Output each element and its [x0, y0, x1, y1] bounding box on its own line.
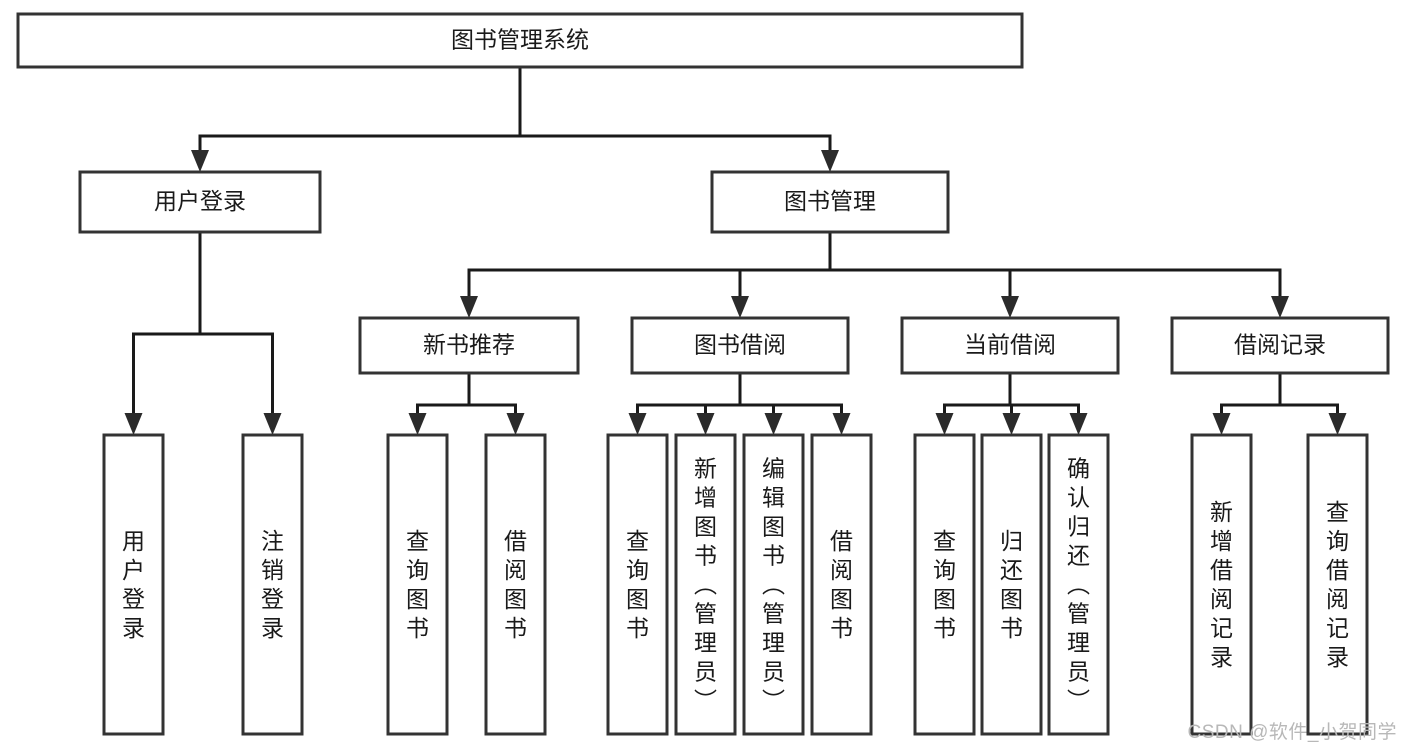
node-label-leaf_4: 查询图书 — [626, 528, 649, 641]
node-leaf_4[interactable]: 查询图书 — [606, 433, 669, 736]
node-label-leaf_12: 查询借阅记录 — [1326, 499, 1349, 670]
node-box-leaf_6[interactable] — [742, 433, 805, 736]
edge-group-l3_1 — [628, 371, 851, 435]
node-box-leaf_10[interactable] — [1047, 433, 1110, 736]
node-box-leaf_9[interactable] — [980, 433, 1043, 736]
node-l2_0[interactable]: 用户登录 — [78, 170, 322, 234]
node-leaf_5[interactable]: 新增图书︵管理员︶ — [674, 433, 737, 736]
node-label-leaf_8: 查询图书 — [933, 528, 956, 641]
node-box-leaf_3[interactable] — [484, 433, 547, 736]
node-l3_0[interactable]: 新书推荐 — [358, 316, 580, 375]
node-label-leaf_6: 编辑图书︵管理员︶ — [762, 456, 785, 714]
node-leaf_8[interactable]: 查询图书 — [913, 433, 976, 736]
node-box-leaf_4[interactable] — [606, 433, 669, 736]
edge-group-l3_2 — [935, 371, 1088, 435]
node-box-l3_2[interactable] — [900, 316, 1120, 375]
edge-group-root — [191, 65, 839, 172]
node-label-leaf_0: 用户登录 — [122, 528, 145, 641]
node-label-leaf_7: 借阅图书 — [830, 528, 853, 641]
edge-group-l3_3 — [1212, 371, 1347, 435]
node-leaf_6[interactable]: 编辑图书︵管理员︶ — [742, 433, 805, 736]
node-leaf_10[interactable]: 确认归还︵管理员︶ — [1047, 433, 1110, 736]
node-box-l2_1[interactable] — [710, 170, 950, 234]
node-box-l3_0[interactable] — [358, 316, 580, 375]
edge-group-l3_0 — [408, 371, 525, 435]
node-box-l2_0[interactable] — [78, 170, 322, 234]
node-box-root[interactable] — [16, 12, 1024, 69]
node-leaf_7[interactable]: 借阅图书 — [810, 433, 873, 736]
node-l2_1[interactable]: 图书管理 — [710, 170, 950, 234]
node-label-l2_1: 图书管理 — [784, 188, 876, 214]
node-leaf_0[interactable]: 用户登录 — [102, 433, 165, 736]
edge-group-l2_1 — [460, 230, 1289, 318]
node-label-l2_0: 用户登录 — [154, 188, 246, 214]
node-label-leaf_9: 归还图书 — [1000, 528, 1023, 641]
node-l3_2[interactable]: 当前借阅 — [900, 316, 1120, 375]
node-label-leaf_1: 注销登录 — [261, 528, 284, 641]
node-l3_1[interactable]: 图书借阅 — [630, 316, 850, 375]
node-label-leaf_11: 新增借阅记录 — [1210, 499, 1233, 670]
node-box-l3_1[interactable] — [630, 316, 850, 375]
node-box-leaf_2[interactable] — [386, 433, 449, 736]
node-label-l3_2: 当前借阅 — [964, 332, 1056, 358]
node-box-leaf_8[interactable] — [913, 433, 976, 736]
node-leaf_12[interactable]: 查询借阅记录 — [1306, 433, 1369, 736]
node-leaf_9[interactable]: 归还图书 — [980, 433, 1043, 736]
node-box-leaf_0[interactable] — [102, 433, 165, 736]
node-leaf_2[interactable]: 查询图书 — [386, 433, 449, 736]
node-leaf_1[interactable]: 注销登录 — [241, 433, 304, 736]
node-label-l3_0: 新书推荐 — [423, 332, 515, 358]
node-label-leaf_10: 确认归还︵管理员︶ — [1067, 456, 1090, 714]
node-leaf_11[interactable]: 新增借阅记录 — [1190, 433, 1253, 736]
node-box-leaf_1[interactable] — [241, 433, 304, 736]
edges-layer — [124, 65, 1347, 435]
edge-group-l2_0 — [124, 230, 282, 435]
nodes-layer: 图书管理系统用户登录图书管理新书推荐图书借阅当前借阅借阅记录用户登录注销登录查询… — [16, 12, 1390, 736]
node-box-leaf_11[interactable] — [1190, 433, 1253, 736]
node-l3_3[interactable]: 借阅记录 — [1170, 316, 1390, 375]
node-label-l3_1: 图书借阅 — [694, 332, 786, 358]
node-label-l3_3: 借阅记录 — [1234, 332, 1326, 358]
node-root[interactable]: 图书管理系统 — [16, 12, 1024, 69]
node-box-l3_3[interactable] — [1170, 316, 1390, 375]
node-leaf_3[interactable]: 借阅图书 — [484, 433, 547, 736]
node-label-leaf_2: 查询图书 — [406, 528, 429, 641]
node-label-leaf_5: 新增图书︵管理员︶ — [694, 456, 717, 714]
node-label-root: 图书管理系统 — [451, 27, 589, 53]
node-box-leaf_5[interactable] — [674, 433, 737, 736]
node-box-leaf_12[interactable] — [1306, 433, 1369, 736]
node-label-leaf_3: 借阅图书 — [504, 528, 527, 641]
node-box-leaf_7[interactable] — [810, 433, 873, 736]
